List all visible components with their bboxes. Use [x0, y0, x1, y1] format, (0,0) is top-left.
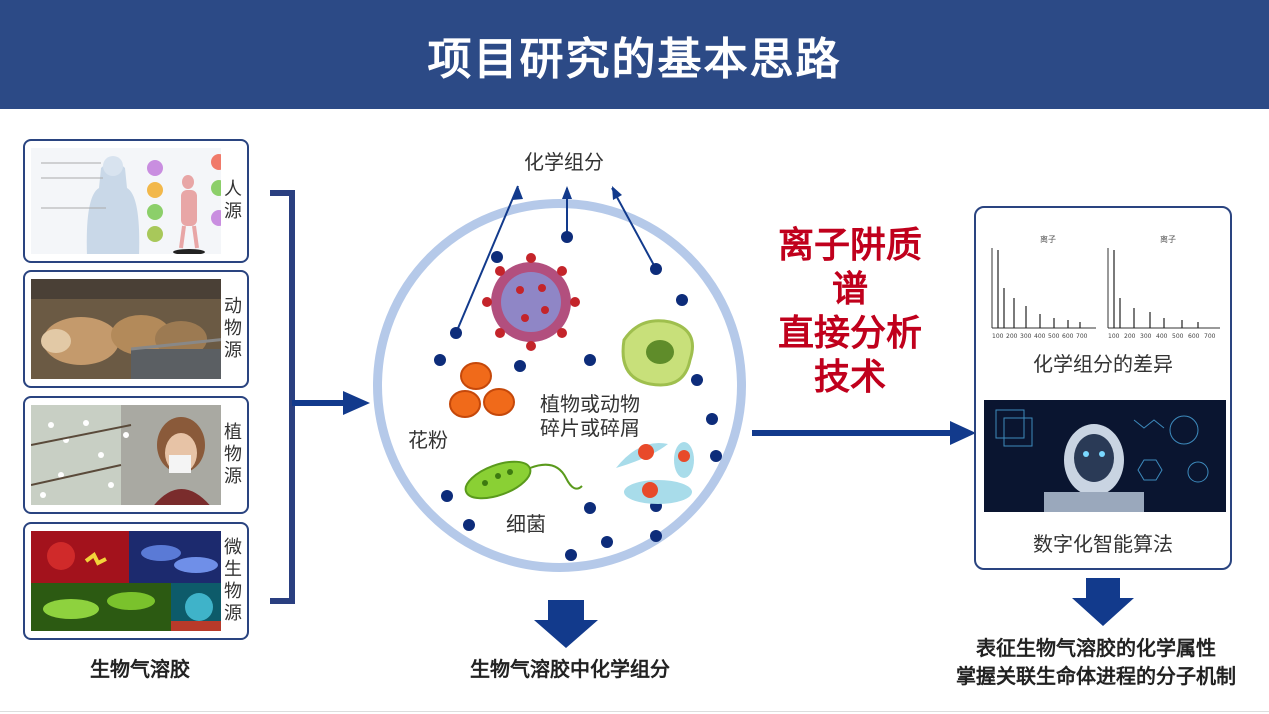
x-tick-right-3: 300 [1140, 333, 1152, 340]
center-bottom-label: 生物气溶胶中化学组分 [470, 657, 670, 681]
conclusion-text: 表征生物气溶胶的化学属性 掌握关联生命体进程的分子机制 [916, 634, 1269, 690]
bacteria-label: 细菌 [506, 512, 546, 536]
x-tick-left-7: 700 [1076, 333, 1088, 340]
technique-line-2: 谱 [831, 269, 868, 310]
spectrum-caption: 化学组分的差异 [1033, 352, 1173, 376]
debris-label-line2: 碎片或碎屑 [540, 416, 640, 440]
x-tick-left-5: 500 [1048, 333, 1060, 340]
page-title: 项目研究的基本思路 [427, 33, 842, 85]
technique-line-4: 技术 [813, 357, 886, 398]
bacteria-icon [464, 460, 583, 500]
source-label-plant: 植物源 [223, 398, 243, 512]
technique-title: 离子阱质 谱 直接分析 技术 [752, 224, 948, 400]
algorithm-caption: 数字化智能算法 [1033, 532, 1173, 556]
x-tick-left-2: 200 [1006, 333, 1018, 340]
vertical-label-char: 微 [224, 537, 242, 558]
source-label-microbe: 微生物源 [223, 524, 243, 638]
source-label-human: 人源 [223, 141, 243, 261]
x-tick-right-6: 600 [1188, 333, 1200, 340]
down-arrow-center [534, 600, 598, 648]
x-tick-left-3: 300 [1020, 333, 1032, 340]
result-panel: 离子 离子 100 200 300 400 500 600 700 100 20… [974, 206, 1232, 570]
vertical-label-char: 物 [224, 444, 242, 465]
vertical-label-char: 人 [224, 179, 242, 200]
pollen-icon [449, 362, 515, 418]
aerosol-circle [373, 199, 746, 572]
source-card-human: 人源 [23, 139, 249, 263]
x-tick-left-4: 400 [1034, 333, 1046, 340]
footer-divider [0, 711, 1269, 712]
x-tick-right-5: 500 [1172, 333, 1184, 340]
vertical-label-char: 生 [224, 559, 242, 580]
source-label-animal: 动物源 [223, 272, 243, 386]
conclusion-line-2: 掌握关联生命体进程的分子机制 [956, 664, 1236, 688]
source-card-microbe: 微生物源 [23, 522, 249, 640]
cell-icon [621, 319, 694, 387]
mass-spectra-image: 离子 离子 100 200 300 400 500 600 700 100 20… [991, 234, 1220, 340]
spectrum-right-title: 离子 [1160, 234, 1176, 244]
down-arrow-right [1072, 578, 1134, 626]
virus-icon [482, 253, 580, 351]
vertical-label-char: 源 [224, 466, 242, 487]
source-card-animal: 动物源 [23, 270, 249, 388]
technique-line-3: 直接分析 [777, 313, 922, 354]
vertical-label-char: 物 [224, 318, 242, 339]
chemical-component-label: 化学组分 [524, 150, 604, 174]
source-card-plant: 植物源 [23, 396, 249, 514]
technique-line-1: 离子阱质 [777, 225, 922, 266]
human-anatomy-image [31, 148, 221, 254]
spectrum-left-title: 离子 [1040, 234, 1056, 244]
microbes-image [31, 531, 221, 631]
x-tick-right-2: 200 [1124, 333, 1136, 340]
ai-algorithm-image [984, 400, 1226, 512]
vertical-label-char: 源 [224, 603, 242, 624]
header-banner: 项目研究的基本思路 [0, 0, 1269, 109]
left-bottom-label: 生物气溶胶 [90, 657, 190, 681]
x-tick-right-1: 100 [1108, 333, 1120, 340]
x-tick-left-1: 100 [992, 333, 1004, 340]
pollen-allergy-image [31, 405, 221, 505]
cell-fragments-icon [616, 442, 694, 504]
vertical-label-char: 物 [224, 581, 242, 602]
vertical-label-char: 源 [224, 201, 242, 222]
cattle-image [31, 279, 221, 379]
debris-label-line1: 植物或动物 [540, 392, 640, 416]
vertical-label-char: 植 [224, 422, 242, 443]
pollen-label: 花粉 [408, 428, 448, 452]
conclusion-line-1: 表征生物气溶胶的化学属性 [976, 636, 1216, 660]
x-tick-left-6: 600 [1062, 333, 1074, 340]
right-arrow [950, 421, 976, 445]
x-tick-right-4: 400 [1156, 333, 1168, 340]
bracket-connector [270, 190, 370, 604]
vertical-label-char: 源 [224, 340, 242, 361]
vertical-label-char: 动 [224, 296, 242, 317]
x-tick-right-7: 700 [1204, 333, 1216, 340]
